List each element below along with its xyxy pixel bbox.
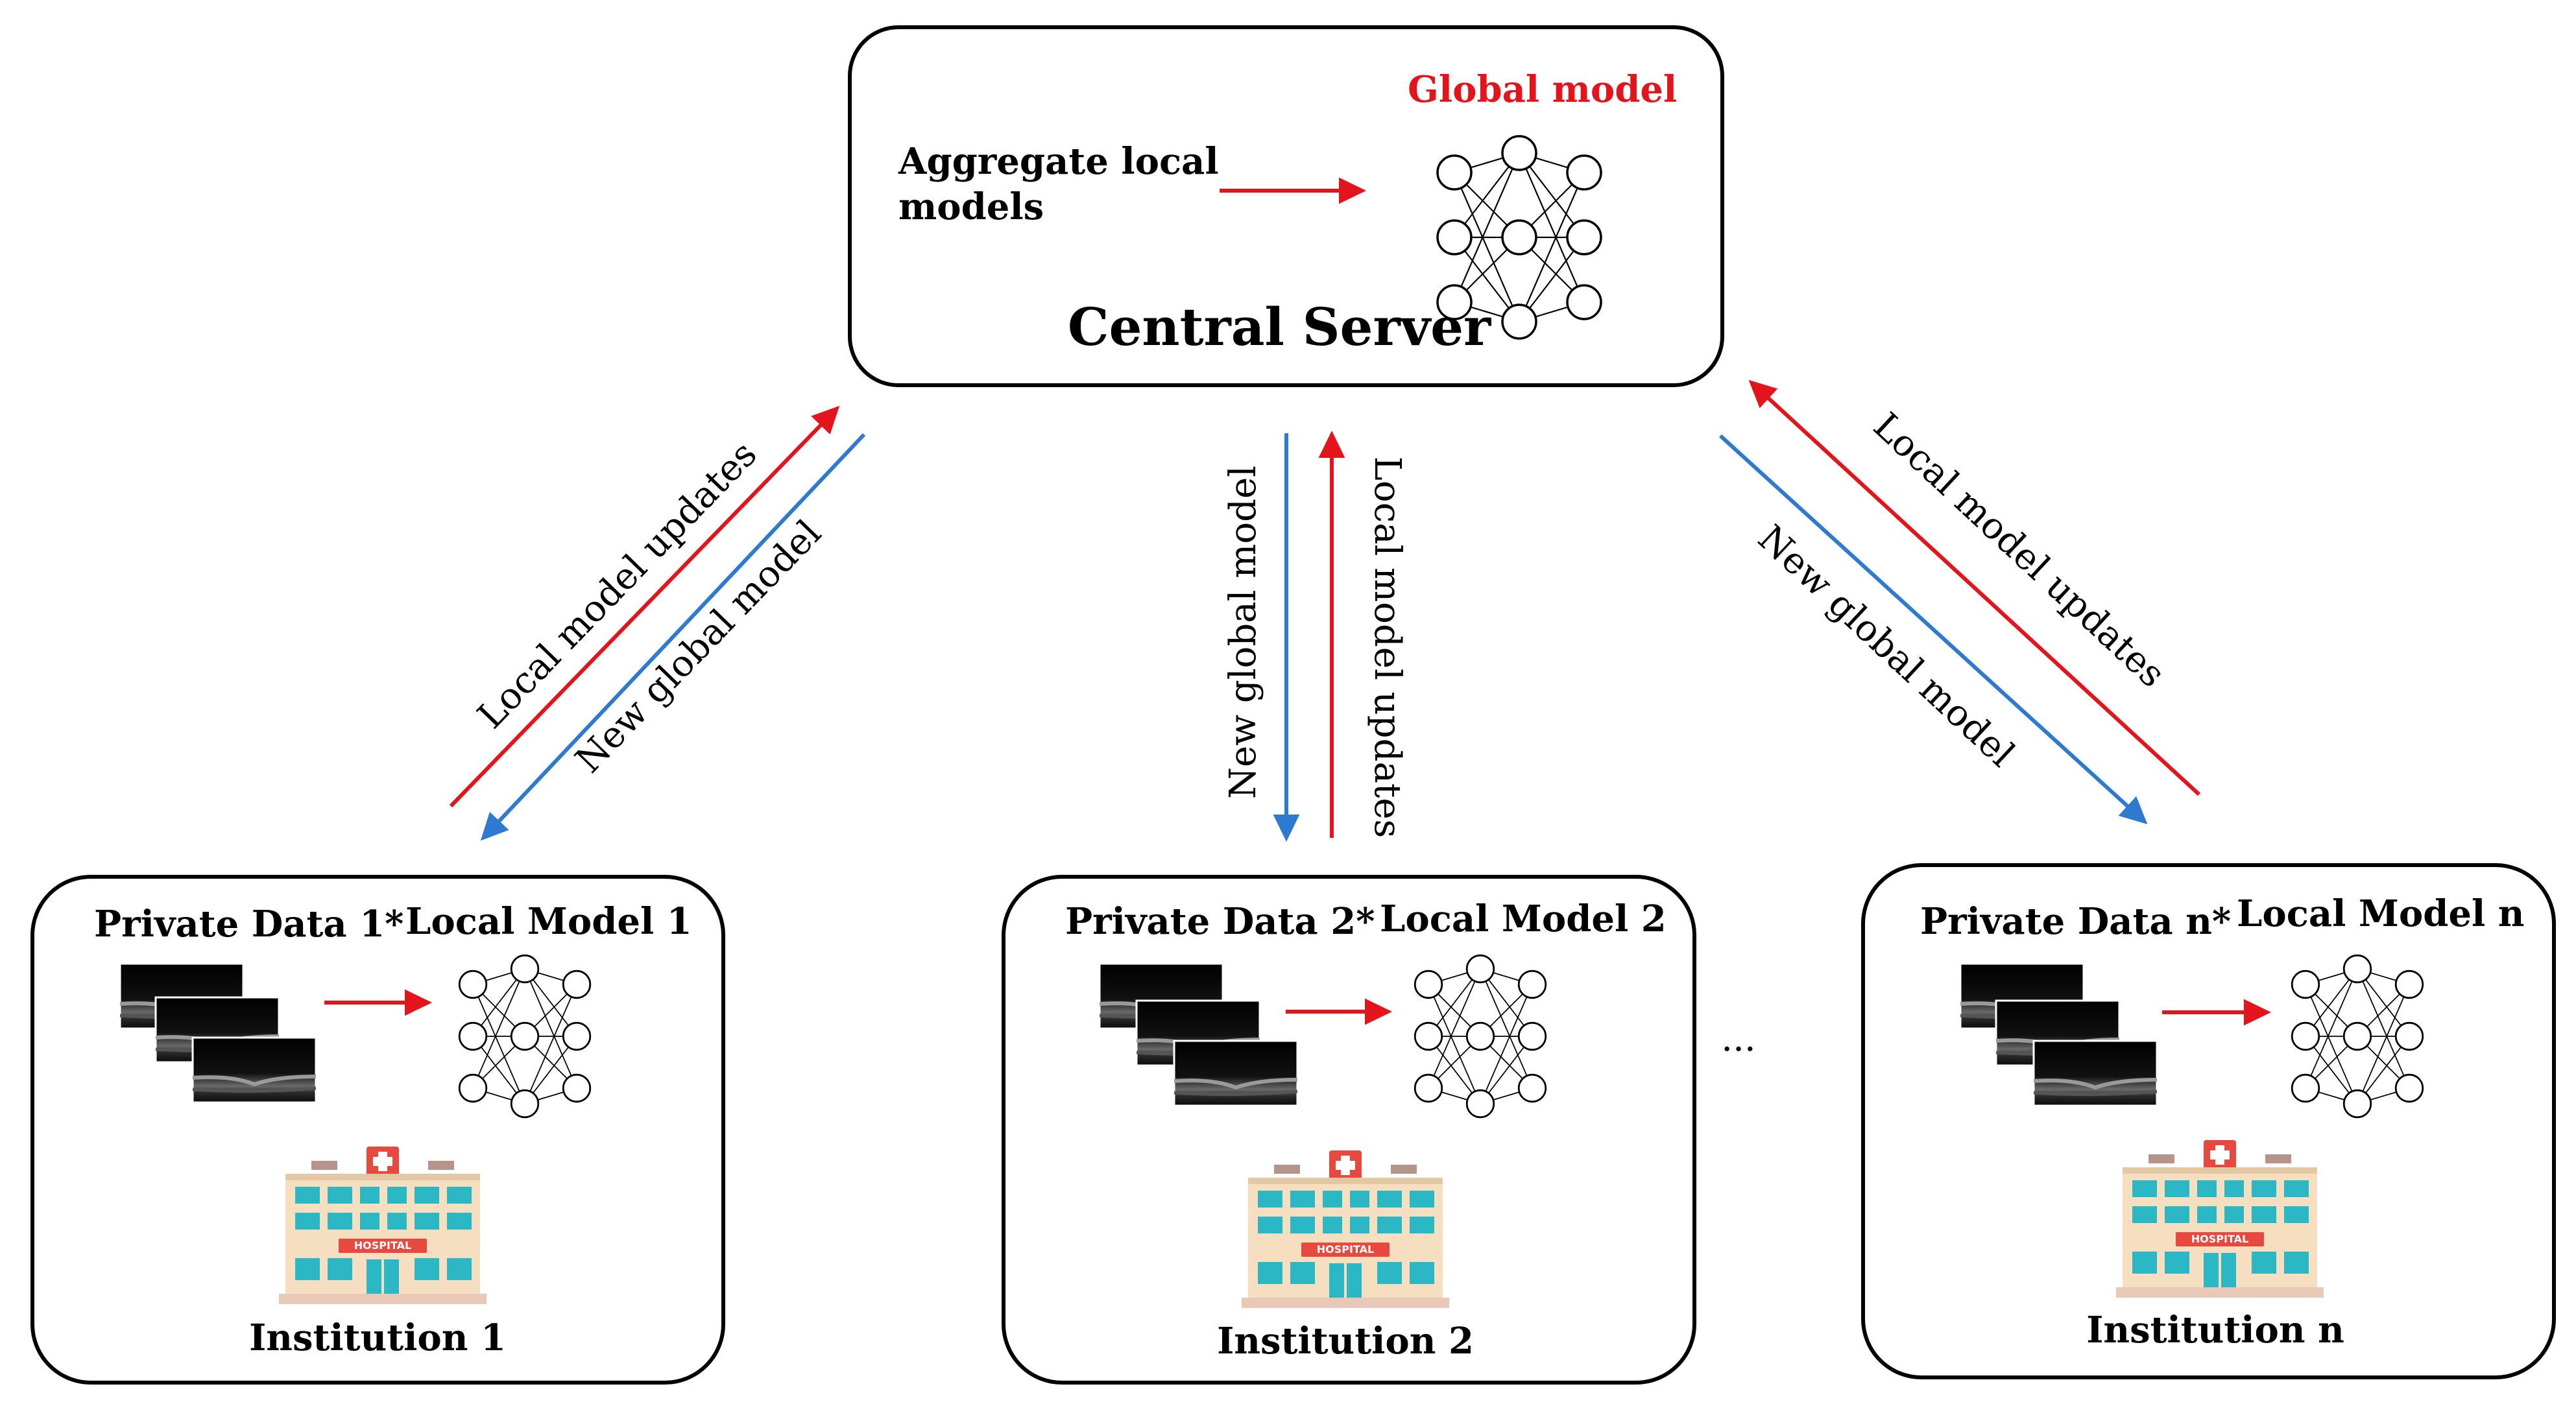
more-institutions-ellipsis: ...	[1721, 1017, 1755, 1060]
institution-box-2: Private Data 2* Local Model 2 Institutio…	[1002, 875, 1696, 1385]
neural-network-icon	[1414, 954, 1547, 1119]
institution-name-1: Institution 1	[249, 1316, 506, 1359]
right-update-arrow	[1748, 379, 2201, 796]
local-model-label-n: Local Model n	[2237, 892, 2525, 935]
private-data-label-1: Private Data 1*	[94, 903, 403, 946]
right-global-arrow	[1718, 434, 2148, 825]
local-model-label-1: Local Model 1	[405, 900, 692, 943]
mid-update-label: Local model updates	[1366, 457, 1408, 838]
hospital-sign-n: HOSPITAL	[2191, 1233, 2248, 1245]
institution-box-n: Private Data n* Local Model n Institutio…	[1861, 863, 2556, 1379]
global-model-label: Global model	[1408, 68, 1677, 111]
aggregate-label-line1: Aggregate local	[898, 140, 1219, 183]
central-server-title: Central Server	[1068, 296, 1491, 357]
neural-network-icon	[458, 954, 592, 1119]
hospital-sign-2: HOSPITAL	[1317, 1243, 1374, 1255]
neural-network-icon	[2291, 954, 2424, 1119]
private-data-label-n: Private Data n*	[1920, 900, 2231, 943]
private-data-label-2: Private Data 2*	[1065, 900, 1375, 943]
right-global-label: New global model	[1750, 517, 2022, 775]
mid-global-label: New global model	[1222, 466, 1264, 799]
left-global-arrow	[480, 433, 866, 841]
local-model-label-2: Local Model 2	[1380, 898, 1667, 940]
institution-name-n: Institution n	[2086, 1309, 2344, 1351]
aggregate-label-line2: models	[898, 185, 1044, 228]
institution-name-2: Institution 2	[1217, 1320, 1474, 1362]
central-server-box: Aggregate local models Global model Cent…	[848, 25, 1724, 387]
hospital-sign-1: HOSPITAL	[354, 1239, 411, 1252]
institution-box-1: Private Data 1* Local Model 1 Institutio…	[30, 875, 725, 1385]
left-update-arrow	[449, 405, 840, 808]
